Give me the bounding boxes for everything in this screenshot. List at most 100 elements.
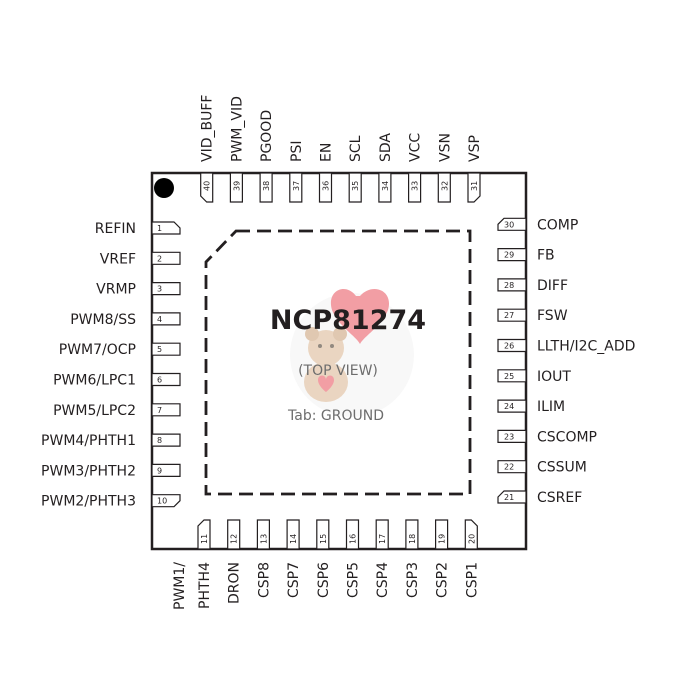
pin-number-28: 28 [504, 281, 514, 290]
pin-pad-13 [256, 519, 270, 550]
teddy-bear-watermark [290, 288, 414, 417]
pin-number-8: 8 [157, 436, 162, 445]
pin-pad-31 [467, 172, 481, 203]
pin-pad-32 [437, 172, 451, 203]
pin-pad-34 [378, 172, 392, 203]
pin-number-22: 22 [504, 463, 514, 472]
pin-number-11: 11 [200, 534, 209, 544]
pin-pad-6 [151, 372, 181, 387]
pin-number-32: 32 [440, 181, 449, 191]
pin1-indicator-dot [154, 178, 174, 198]
pin-label-csp4: CSP4 [375, 562, 391, 598]
pin-number-38: 38 [262, 181, 271, 191]
pin-label-vref: VREF [100, 251, 136, 267]
pin-number-1: 1 [157, 224, 162, 233]
pin-label-csp3: CSP3 [405, 562, 421, 598]
pin-label-csp1: CSP1 [464, 562, 480, 598]
pin-pad-26 [497, 338, 527, 353]
pin-number-2: 2 [157, 254, 162, 263]
pin-number-17: 17 [378, 534, 387, 544]
pin-label-pwm2-phth3: PWM2/PHTH3 [41, 494, 136, 510]
pin-pad-28 [497, 278, 527, 292]
pin-pad-25 [497, 369, 527, 383]
pin-pad-40 [200, 172, 214, 203]
pin-label-ilim: ILIM [537, 399, 565, 415]
pin-number-16: 16 [349, 534, 358, 544]
pin-pad-39 [229, 172, 243, 203]
pin-pad-29 [497, 248, 527, 262]
pin-number-25: 25 [504, 372, 514, 381]
pin-label-diff: DIFF [537, 278, 568, 294]
pin-number-39: 39 [232, 181, 241, 191]
pin-label-vcc: VCC [408, 133, 424, 162]
pin-pad-20 [464, 519, 478, 550]
pin-pad-19 [435, 519, 449, 550]
pin-pad-16 [345, 519, 360, 550]
pin-label-csref: CSREF [537, 490, 582, 506]
pin-label-dron: DRON [227, 562, 243, 604]
pin-number-35: 35 [351, 181, 360, 191]
pin-pad-35 [348, 172, 362, 203]
pin-number-6: 6 [157, 376, 162, 385]
pin-number-27: 27 [504, 311, 514, 320]
pin-label-csp7: CSP7 [286, 562, 302, 598]
pin-label-pwm7-ocp: PWM7/OCP [59, 342, 136, 358]
pin-number-37: 37 [292, 181, 301, 191]
view-label: (TOP VIEW) [298, 363, 378, 379]
pin-label-pwm3-phth2: PWM3/PHTH2 [41, 463, 136, 479]
pin-label-sda: SDA [378, 133, 394, 162]
pin-number-12: 12 [230, 534, 239, 544]
pin-number-18: 18 [408, 534, 417, 544]
pin-pad-4 [151, 312, 181, 326]
pin-number-3: 3 [157, 285, 162, 294]
pin-label-refin: REFIN [95, 221, 136, 237]
pin-label-comp: COMP [537, 217, 578, 233]
pin-label-vrmp: VRMP [96, 282, 136, 298]
pin-pad-15 [316, 519, 330, 550]
pin-pad-24 [497, 399, 527, 413]
pin-number-10: 10 [157, 497, 167, 506]
pin-number-20: 20 [467, 534, 476, 544]
pin-label-vid-buff: VID_BUFF [200, 95, 216, 162]
pin-number-26: 26 [504, 342, 514, 351]
pin-pad-17 [375, 519, 389, 550]
pin-label-csp8: CSP8 [256, 562, 272, 598]
pin-number-19: 19 [438, 534, 447, 544]
pin-pad-1 [151, 221, 181, 235]
pin-label-csp2: CSP2 [435, 562, 451, 598]
pin-pad-36 [318, 172, 333, 203]
pin-label-pwm5-lpc2: PWM5/LPC2 [53, 403, 136, 419]
pin-label-pgood: PGOOD [259, 110, 275, 162]
pin-label-vsn: VSN [437, 133, 453, 162]
pin-label-phth4: PHTH4 [197, 562, 213, 609]
pin-pad-27 [497, 308, 527, 322]
pin-pad-37 [289, 172, 303, 203]
pin-number-40: 40 [203, 181, 212, 191]
pin-label-vsp: VSP [467, 135, 483, 162]
pin-pad-22 [497, 460, 527, 474]
pin-pad-5 [151, 342, 181, 356]
pin-pad-12 [227, 519, 241, 550]
pin-number-29: 29 [504, 251, 514, 260]
pin-label-fb: FB [537, 248, 555, 264]
pin-number-9: 9 [157, 466, 162, 475]
pin-label-cssum: CSSUM [537, 460, 587, 476]
pin-number-34: 34 [381, 181, 390, 191]
pin-label-psi: PSI [289, 141, 305, 162]
pin-label-iout: IOUT [537, 369, 571, 385]
pins-bottom-group: 11PWM1/PHTH412DRON13CSP814CSP715CSP616CS… [172, 519, 480, 610]
pin-number-13: 13 [259, 534, 268, 544]
pin-label-pwm-vid: PWM_VID [229, 96, 245, 162]
part-number-label: NCP81274 [270, 305, 426, 336]
pin-pad-2 [151, 251, 181, 265]
pins-left-group: 1REFIN2VREF3VRMP4PWM8/SS5PWM7/OCP6PWM6/L… [41, 221, 181, 510]
pin-number-15: 15 [319, 534, 328, 544]
pin-pad-23 [497, 429, 527, 443]
pin-label-csp5: CSP5 [346, 562, 362, 598]
pin-pad-30 [497, 217, 527, 231]
pin-pad-18 [405, 519, 419, 550]
pin-pad-9 [151, 463, 181, 477]
pin-label-scl: SCL [348, 135, 364, 162]
